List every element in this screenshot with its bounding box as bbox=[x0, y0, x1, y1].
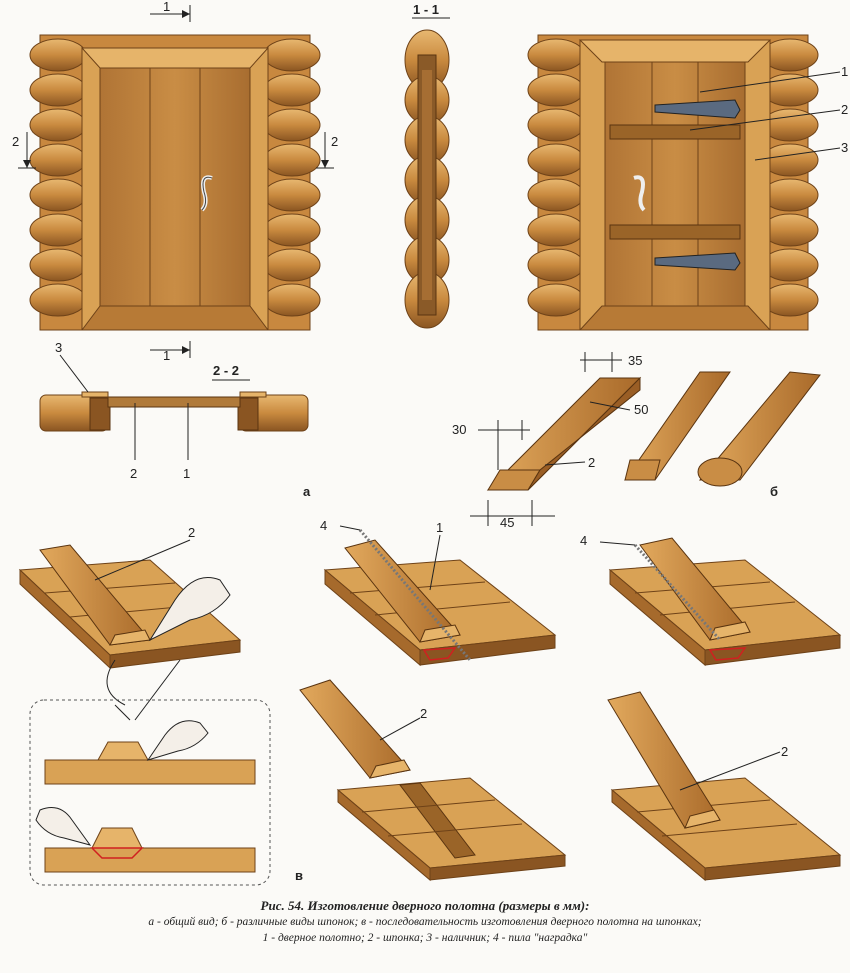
log-ends-right bbox=[263, 38, 321, 317]
callout-1-back: 1 bbox=[841, 64, 848, 79]
dim-30: 30 bbox=[452, 422, 466, 437]
section-2-2-label: 2 - 2 bbox=[213, 363, 239, 378]
fig-label-b: б bbox=[770, 484, 778, 499]
callout-4-step2: 4 bbox=[320, 518, 327, 533]
door-back-view: 1 2 3 bbox=[527, 34, 848, 331]
section-1-1: 1 - 1 bbox=[404, 2, 450, 329]
door-key-bottom bbox=[609, 224, 741, 240]
dim-50: 50 bbox=[634, 402, 648, 417]
callout-2-step4: 2 bbox=[420, 706, 427, 721]
section-arrow-1-top: 1 bbox=[163, 0, 170, 14]
dim-35: 35 bbox=[628, 353, 642, 368]
section-arrows: 1 1 2 2 bbox=[12, 0, 338, 363]
step-groove: 2 bbox=[299, 679, 567, 882]
callout-3-plan: 3 bbox=[55, 340, 62, 355]
callout-3-back: 3 bbox=[841, 140, 848, 155]
section-1-1-label: 1 - 1 bbox=[413, 2, 439, 17]
callout-4-step3: 4 bbox=[580, 533, 587, 548]
section-2-2: 2 - 2 3 2 1 а bbox=[39, 340, 311, 499]
step-sawing: 4 1 bbox=[320, 518, 557, 667]
fig-label-v: в bbox=[295, 868, 303, 883]
caption-line-1: а - общий вид; б - различные виды шпонок… bbox=[148, 916, 702, 928]
section-arrow-1-bottom: 1 bbox=[163, 348, 170, 363]
step-sawing-2: 4 bbox=[580, 533, 842, 667]
door-key-top bbox=[609, 124, 741, 140]
callout-1-step2: 1 bbox=[436, 520, 443, 535]
figure-caption: Рис. 54. Изготовление дверного полотна (… bbox=[0, 898, 850, 946]
callout-2-back: 2 bbox=[841, 102, 848, 117]
section-arrow-2-left: 2 bbox=[12, 134, 19, 149]
callout-2-step1: 2 bbox=[188, 525, 195, 540]
key-types: 35 50 30 45 2 б bbox=[452, 352, 821, 530]
door-handle-icon-back bbox=[633, 175, 646, 212]
marking-detail-callout: в bbox=[29, 699, 303, 886]
caption-line-2: 1 - дверное полотно; 2 - шпонка; 3 - нал… bbox=[262, 932, 588, 944]
hand-pencil-icon-3 bbox=[35, 807, 92, 846]
hinge-top bbox=[654, 99, 741, 119]
fig-label-a: а bbox=[303, 484, 311, 499]
saw-blade-2 bbox=[633, 543, 722, 642]
hand-pencil-icon-2 bbox=[146, 720, 209, 761]
callout-1-plan: 1 bbox=[183, 466, 190, 481]
step-insert: 2 bbox=[607, 691, 842, 882]
callout-2-key: 2 bbox=[588, 455, 595, 470]
section-arrow-2-right: 2 bbox=[331, 134, 338, 149]
callout-2-plan: 2 bbox=[130, 466, 137, 481]
step-marking: 2 bbox=[18, 525, 242, 721]
callout-2-step5: 2 bbox=[781, 744, 788, 759]
caption-title: Рис. 54. Изготовление дверного полотна (… bbox=[260, 898, 590, 913]
saw-blade bbox=[358, 529, 472, 661]
hand-pencil-icon bbox=[148, 577, 231, 642]
hinge-bottom bbox=[654, 252, 741, 271]
door-front-view bbox=[29, 34, 321, 331]
dim-45: 45 bbox=[500, 515, 514, 530]
